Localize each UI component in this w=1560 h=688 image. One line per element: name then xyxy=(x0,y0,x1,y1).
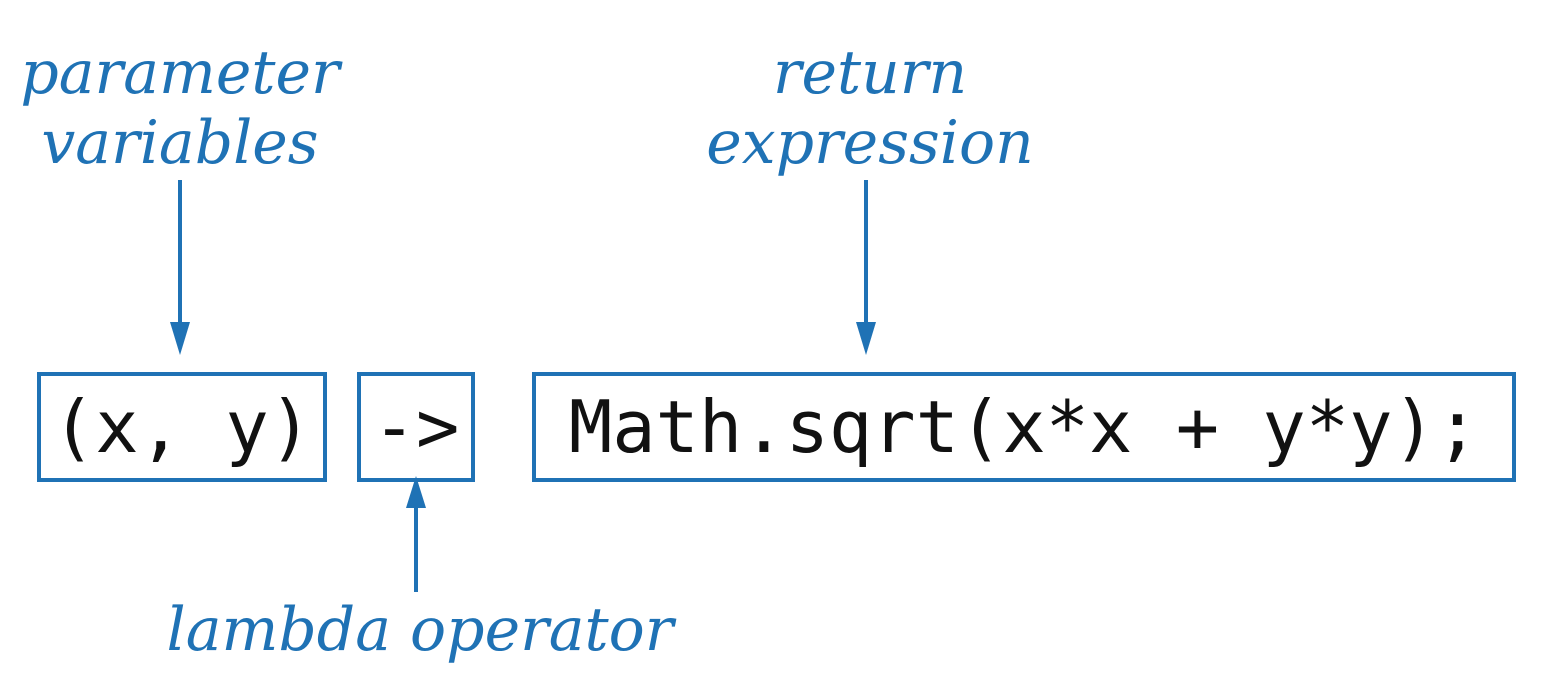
return-arrow xyxy=(856,180,876,355)
lambda-operator-label: lambda operator xyxy=(160,595,680,665)
return-expression-label: return expression xyxy=(690,38,1050,178)
parameter-label-line1: parameter xyxy=(20,38,340,108)
parameter-variables-label: parameter variables xyxy=(10,38,350,178)
lambda-operator-text: lambda operator xyxy=(166,595,674,665)
operator-code: -> xyxy=(372,385,460,469)
return-label-line2: expression xyxy=(706,108,1034,178)
params-box: (x, y) xyxy=(37,372,327,482)
body-box: Math.sqrt(x*x + y*y); xyxy=(532,372,1516,482)
operator-box: -> xyxy=(357,372,475,482)
parameter-label-line2: variables xyxy=(41,108,319,178)
return-label-line1: return xyxy=(772,38,968,108)
parameter-arrow xyxy=(170,180,190,355)
body-code: Math.sqrt(x*x + y*y); xyxy=(568,385,1480,469)
params-code: (x, y) xyxy=(51,385,313,469)
lambda-operator-arrow xyxy=(406,476,426,592)
